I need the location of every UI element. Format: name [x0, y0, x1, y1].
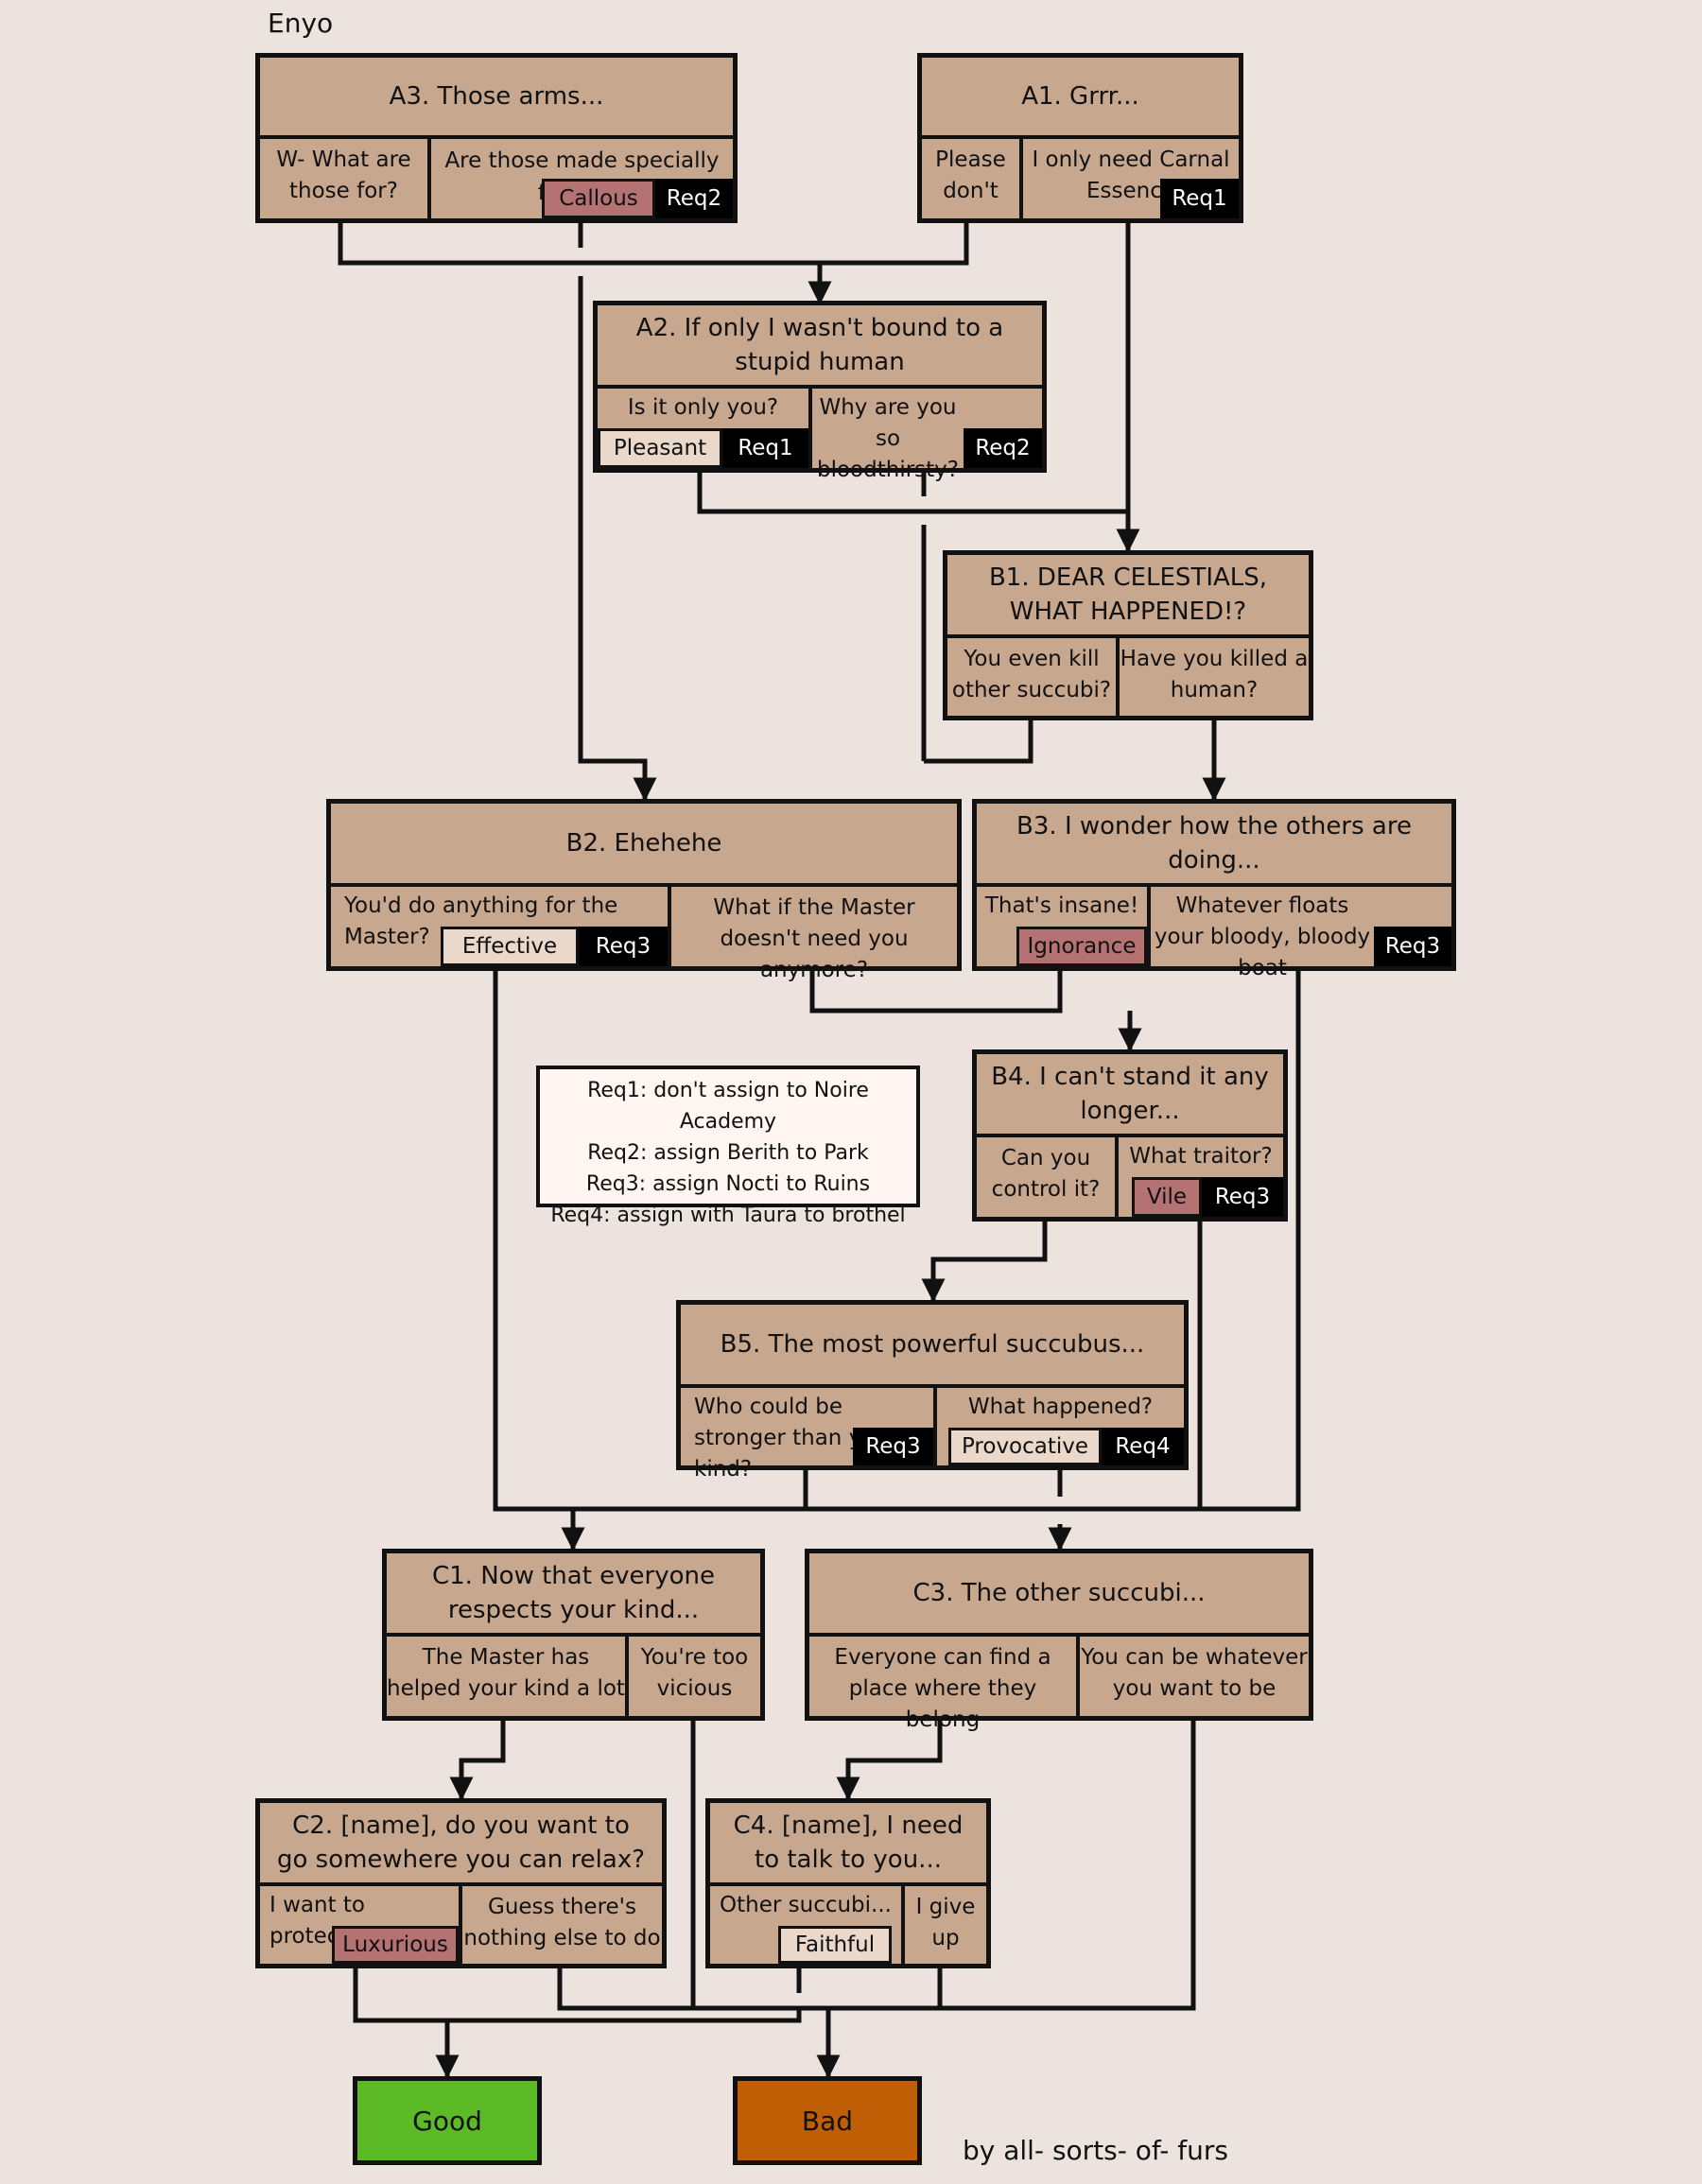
node-title: B5. The most powerful succubus... [681, 1305, 1184, 1388]
req-tag: Req2 [964, 428, 1042, 468]
legend-line: Req2: assign Berith to Park [587, 1141, 869, 1165]
node-title: A3. Those arms... [260, 58, 733, 139]
tag-pleasant: Pleasant [598, 428, 722, 468]
node-title: A2. If only I wasn't bound to a stupid h… [598, 305, 1042, 389]
edge-c2-protect-to-good [353, 1967, 802, 2023]
edge-bad-bus [557, 1719, 1196, 2011]
option-b2-master-doesnt-need[interactable]: What if the Master doesn't need you anym… [713, 895, 915, 982]
tag-effective: Effective [441, 927, 579, 966]
node-title: B2. Ehehehe [331, 804, 957, 887]
edge-bus [493, 969, 1301, 1512]
node-title: B3. I wonder how the others are doing... [977, 804, 1451, 887]
option-b3-insane[interactable]: That's insane! [984, 893, 1139, 918]
node-b2: B2. Ehehehe You'd do anything for the Ma… [326, 799, 962, 982]
req-tag: Req3 [853, 1428, 933, 1465]
node-c4: C4. [name], I need to talk to you... Oth… [705, 1798, 991, 1968]
edge-b4-control-to-b5 [921, 1219, 1048, 1303]
node-b5: B5. The most powerful succubus... Who co… [676, 1300, 1189, 1482]
option-b1-killed-human[interactable]: Have you killed a human? [1120, 647, 1309, 702]
option-c3-whatever-you-want[interactable]: You can be whatever you want to be [1081, 1645, 1308, 1701]
req-tag: Req3 [1202, 1177, 1283, 1217]
tag-faithful: Faithful [778, 1926, 892, 1964]
option-c3-place-they-belong[interactable]: Everyone can find a place where they bel… [834, 1645, 1051, 1732]
option-b5-what-happened[interactable]: What happened? [967, 1395, 1154, 1419]
node-title: C1. Now that everyone respects your kind… [387, 1553, 760, 1637]
option-b4-control-it[interactable]: Can you control it? [991, 1146, 1101, 1202]
node-c3: C3. The other succubi... Everyone can fi… [805, 1549, 1313, 1732]
node-a2: A2. If only I wasn't bound to a stupid h… [593, 301, 1047, 482]
tag-provocative: Provocative [948, 1428, 1102, 1465]
edge-c1-to-c2 [449, 1719, 506, 1801]
option-a3-what-for[interactable]: W- What are those for? [276, 147, 411, 203]
node-title: C4. [name], I need to talk to you... [710, 1803, 986, 1886]
tag-luxurious: Luxurious [332, 1926, 459, 1964]
ending-good: Good [353, 2076, 542, 2165]
tag-vile: Vile [1132, 1177, 1202, 1217]
requirements-legend: Req1: don't assign to Noire Academy Req2… [536, 1066, 920, 1227]
req-tag: Req4 [1102, 1428, 1184, 1465]
tag-ignorance: Ignorance [1016, 927, 1147, 966]
tag-callous: Callous [542, 179, 655, 218]
node-b4: B4. I can't stand it any longer... Can y… [972, 1049, 1288, 1222]
option-c1-too-vicious[interactable]: You're too vicious [640, 1645, 749, 1701]
edge-a2-pleasant-to-b1 [697, 470, 1128, 514]
node-title: B1. DEAR CELESTIALS, WHAT HAPPENED!? [947, 555, 1309, 638]
node-title: C3. The other succubi... [809, 1553, 1309, 1637]
node-a1: A1. Grrr... Please don't I only need Car… [917, 53, 1243, 223]
req-tag: Req1 [1160, 179, 1239, 218]
node-title: A1. Grrr... [922, 58, 1239, 139]
option-b3-floats-your-boat[interactable]: Whatever floats your bloody, bloody boat [1154, 893, 1371, 980]
character-name: Enyo [268, 8, 334, 39]
req-tag: Req3 [579, 927, 668, 966]
option-c4-give-up[interactable]: I give up [915, 1895, 976, 1950]
option-a2-only-you[interactable]: Is it only you? [627, 395, 779, 420]
node-a3: A3. Those arms... W- What are those for?… [255, 53, 738, 223]
credit: by all- sorts- of- furs [963, 2135, 1228, 2166]
option-b4-what-traitor[interactable]: What traitor? [1129, 1144, 1273, 1169]
edge-c3-to-c4 [836, 1719, 943, 1801]
option-c4-other-succubi[interactable]: Other succubi... [720, 1893, 892, 1917]
legend-line: Req1: don't assign to Noire Academy [587, 1079, 869, 1134]
node-title: B4. I can't stand it any longer... [977, 1054, 1283, 1137]
legend-line: Req3: assign Nocti to Ruins [585, 1172, 871, 1196]
option-c2-nothing-else[interactable]: Guess there's nothing else to do [463, 1895, 661, 1950]
node-c2: C2. [name], do you want to go somewhere … [255, 1798, 667, 1968]
req-tag: Req2 [655, 179, 733, 218]
option-b2-anything-for-master[interactable]: You'd do anything for the Master? [344, 893, 618, 949]
edge-a3w-a1please-to-a2 [338, 220, 969, 266]
node-b1: B1. DEAR CELESTIALS, WHAT HAPPENED!? You… [943, 550, 1313, 720]
node-b3: B3. I wonder how the others are doing...… [972, 799, 1456, 980]
legend-line: Req4: assign with Taura to brothel [550, 1204, 906, 1227]
edge-b1-kill-to-b2 [924, 719, 1033, 764]
option-a1-please-dont[interactable]: Please don't [935, 147, 1006, 203]
ending-bad: Bad [733, 2076, 922, 2165]
req-tag: Req3 [1374, 927, 1451, 966]
req-tag: Req1 [722, 428, 808, 468]
node-c1: C1. Now that everyone respects your kind… [382, 1549, 765, 1721]
node-title: C2. [name], do you want to go somewhere … [260, 1803, 662, 1886]
option-b1-kill-succubi[interactable]: You even kill other succubi? [951, 647, 1112, 702]
edge-b2-b3-to-b4 [809, 969, 1063, 1014]
option-c1-master-helped[interactable]: The Master has helped your kind a lot [387, 1645, 625, 1701]
option-a2-bloodthirsty[interactable]: Why are you so bloodthirsty? [817, 395, 959, 482]
edge-a3-callous-to-b2 [578, 276, 657, 802]
